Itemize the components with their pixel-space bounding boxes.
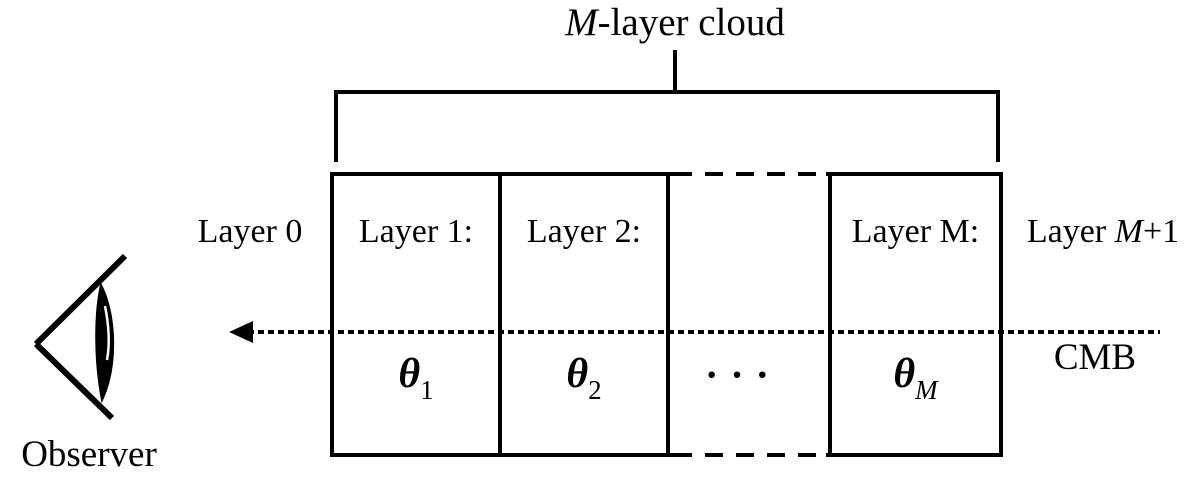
title-rest: -layer cloud bbox=[597, 1, 785, 44]
cmb-ray-arrowhead bbox=[229, 321, 253, 343]
label-m1-suffix: +1 bbox=[1142, 213, 1180, 250]
title-italic-m: M bbox=[565, 1, 598, 44]
ellipsis-dots: ··· bbox=[704, 352, 782, 397]
box-right-edge bbox=[999, 172, 1003, 457]
divider-layer2-gap bbox=[666, 172, 670, 457]
theta-2-subscript: 2 bbox=[588, 375, 602, 405]
box-bottom-edge-dashed bbox=[674, 453, 826, 457]
label-layer-m: Layer M: bbox=[851, 213, 980, 250]
cmb-label: CMB bbox=[1053, 337, 1137, 378]
theta-m-subscript: M bbox=[915, 375, 938, 405]
divider-layer1-layer2 bbox=[498, 172, 502, 457]
box-top-edge-right bbox=[826, 172, 1003, 176]
label-m1-italic-m: M bbox=[1114, 213, 1143, 250]
box-left-edge bbox=[330, 172, 334, 457]
box-top-edge-dashed bbox=[674, 172, 826, 176]
figure-title: M-layer cloud bbox=[475, 0, 875, 48]
label-layer-2: Layer 2: bbox=[526, 213, 642, 250]
box-bottom-edge-right bbox=[826, 453, 1003, 457]
symbol-theta-2: θ2 bbox=[502, 346, 666, 405]
theta-1-base: θ bbox=[398, 351, 421, 397]
label-layer-1: Layer 1: bbox=[358, 213, 474, 250]
label-m1-prefix: Layer bbox=[1026, 213, 1115, 250]
theta-m-base: θ bbox=[893, 351, 916, 397]
theta-1-subscript: 1 bbox=[420, 375, 434, 405]
label-layer-m-plus-1: Layer M+1 bbox=[1008, 211, 1198, 253]
symbol-theta-m: θM bbox=[832, 346, 999, 405]
box-bottom-edge-left bbox=[330, 453, 674, 457]
brace-stem-line bbox=[673, 50, 677, 92]
label-layer-0: Layer 0 bbox=[197, 213, 303, 250]
divider-gap-layerM bbox=[828, 172, 832, 457]
symbol-theta-1: θ1 bbox=[334, 346, 498, 405]
box-top-edge-left bbox=[330, 172, 674, 176]
eye-icon bbox=[33, 253, 128, 421]
observer-label: Observer bbox=[21, 434, 157, 475]
cmb-ray-dotted-line bbox=[248, 330, 1160, 334]
theta-2-base: θ bbox=[566, 351, 589, 397]
top-brace bbox=[334, 90, 1000, 162]
